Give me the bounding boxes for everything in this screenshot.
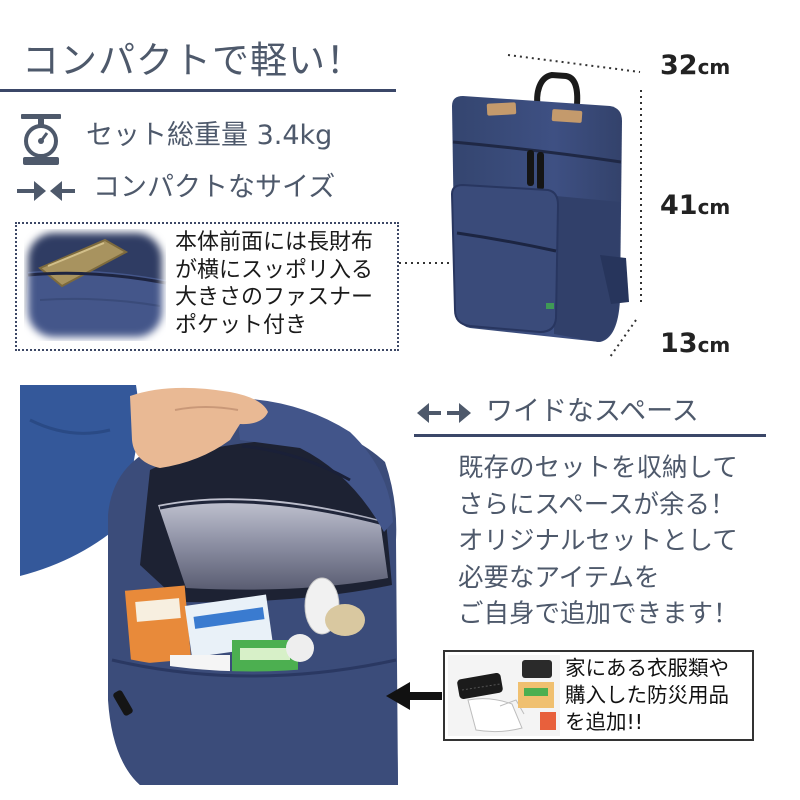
add-items-text: 家にある衣服類や 購入した防災用品 を追加!! <box>565 655 729 736</box>
open-backpack-photo <box>20 385 398 785</box>
width-guide-line <box>507 54 641 73</box>
backpack-logo-tag <box>546 303 554 309</box>
arrow-left-icon <box>386 682 442 710</box>
dimension-height: 41cm <box>660 190 730 221</box>
pocket-callout-box <box>15 222 399 351</box>
backpack-pocket-zipper <box>456 231 557 253</box>
page-title: コンパクトで軽い！ <box>22 39 364 82</box>
pocket-callout-line: 本体前面には長財布 <box>175 230 374 255</box>
space-line: オリジナルセットとして <box>458 526 738 556</box>
feature-size-text: コンパクトなサイズ <box>93 172 336 203</box>
dimension-depth: 13cm <box>660 328 730 359</box>
hand <box>130 387 268 468</box>
space-line: ご自身で追加できます！ <box>458 599 739 629</box>
backpack-zipper-pull-1 <box>527 150 534 186</box>
backpack-front-pocket <box>450 183 560 334</box>
dimension-width-value: 32 <box>660 50 698 81</box>
backpack-leather-patch-1 <box>486 102 517 116</box>
depth-guide-line <box>609 319 637 358</box>
bag-top-flap <box>235 398 393 532</box>
dimension-width: 32cm <box>660 50 730 81</box>
add-items-line: 家にある衣服類や <box>565 656 729 680</box>
pocket-callout-line: 大きさのファスナー <box>175 285 374 310</box>
space-line: さらにスペースが余る！ <box>458 489 736 520</box>
space-description: 既存のセットを収納して さらにスペースが余る！ オリジナルセットとして 必要なア… <box>458 450 739 633</box>
backpack-image <box>450 71 629 342</box>
expand-arrows-icon <box>417 403 471 423</box>
dimension-height-unit: cm <box>697 195 731 219</box>
title-underline <box>0 89 396 92</box>
space-underline <box>414 434 766 437</box>
scale-icon <box>21 114 61 165</box>
pocket-callout-text: 本体前面には長財布 が横にスッポリ入る 大きさのファスナー ポケット付き <box>175 229 373 339</box>
add-items-line: 購入した防災用品 <box>565 683 729 707</box>
pocket-photo <box>24 229 167 341</box>
dimension-depth-unit: cm <box>697 333 731 357</box>
pocket-callout-line: が横にスッポリ入る <box>175 257 374 283</box>
supply-items <box>124 577 365 675</box>
bag-zipper-pull <box>113 690 133 716</box>
add-items-box <box>443 650 754 741</box>
dimension-depth-value: 13 <box>660 328 698 359</box>
dimension-height-value: 41 <box>660 190 698 221</box>
clothing-supplies-photo <box>448 655 560 736</box>
dimension-width-unit: cm <box>697 55 731 79</box>
backpack-leather-patch-2 <box>551 109 583 123</box>
backpack-shoulder-strap <box>600 255 629 304</box>
backpack-side-panel <box>554 196 620 342</box>
space-line: 既存のセットを収納して <box>458 453 738 483</box>
pocket-callout-line: ポケット付き <box>175 312 308 338</box>
backpack-handle <box>534 71 581 115</box>
space-heading: ワイドなスペース <box>486 396 699 427</box>
space-line: 必要なアイテムを <box>458 562 660 593</box>
backpack-top-zipper <box>452 140 622 164</box>
add-items-line: を追加!! <box>565 710 643 734</box>
bag-lining <box>158 498 388 590</box>
bag-front-face <box>110 655 398 785</box>
backpack-zipper-pull-2 <box>537 152 544 190</box>
compress-arrows-icon <box>17 181 75 201</box>
feature-weight-text: セット総重量 3.4kg <box>86 120 333 151</box>
dimension-guides <box>399 54 642 358</box>
